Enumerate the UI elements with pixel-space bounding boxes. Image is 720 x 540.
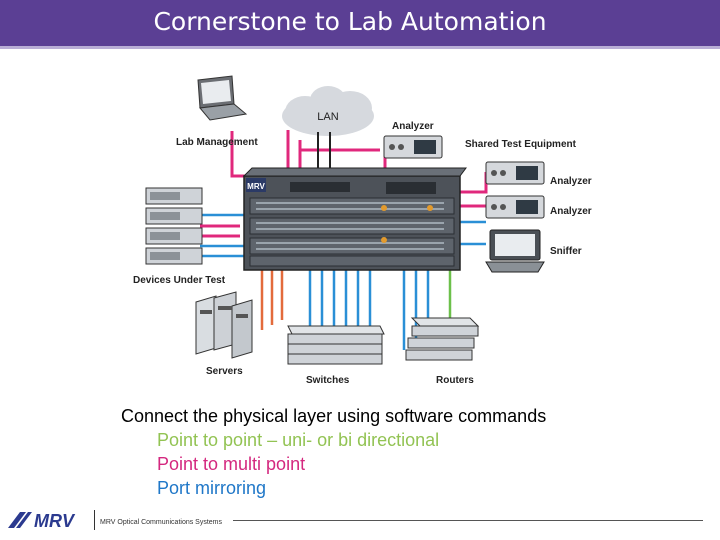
devices-under-test-label: Devices Under Test bbox=[133, 275, 226, 286]
switches-icon bbox=[287, 325, 385, 365]
routers-icon bbox=[405, 317, 480, 361]
laptop-icon bbox=[197, 75, 248, 121]
servers-label: Servers bbox=[206, 366, 243, 377]
mrv-logo: MRV MRV Optical Communications Systems bbox=[8, 510, 223, 531]
lab-management-label: Lab Management bbox=[176, 137, 258, 148]
analyzer-2-label: Analyzer bbox=[550, 206, 592, 217]
analyzer-icon bbox=[383, 135, 443, 159]
switches-label: Switches bbox=[306, 375, 350, 386]
bullet-list: Connect the physical layer using softwar… bbox=[121, 404, 546, 500]
logo-tagline: MRV Optical Communications Systems bbox=[100, 519, 223, 526]
analyzer-icon bbox=[485, 195, 545, 219]
devices-under-test-icon bbox=[145, 187, 203, 265]
analyzer-icon bbox=[485, 161, 545, 185]
analyzer-top-label: Analyzer bbox=[392, 121, 434, 132]
footer-rule bbox=[233, 520, 703, 521]
orange-cables bbox=[260, 270, 284, 330]
servers-icon bbox=[195, 291, 253, 359]
bullet-point-to-multipoint: Point to multi point bbox=[157, 454, 306, 474]
bullet-port-mirroring: Port mirroring bbox=[157, 478, 267, 498]
bullet-main: Connect the physical layer using softwar… bbox=[121, 406, 547, 426]
slide-title: Cornerstone to Lab Automation bbox=[153, 7, 547, 36]
routers-label: Routers bbox=[436, 375, 474, 386]
lan-cloud: LAN bbox=[282, 86, 374, 136]
analyzer-1-label: Analyzer bbox=[550, 176, 592, 187]
shared-test-equipment-label: Shared Test Equipment bbox=[465, 139, 577, 150]
bullet-point-to-point: Point to point – uni- or bi directional bbox=[157, 430, 440, 450]
chassis-badge: MRV bbox=[247, 182, 265, 191]
mrv-chassis: MRV bbox=[242, 167, 467, 271]
title-bar bbox=[0, 0, 720, 49]
lan-label: LAN bbox=[317, 111, 338, 123]
logo-text: MRV bbox=[34, 511, 76, 531]
sniffer-label: Sniffer bbox=[550, 246, 582, 257]
title-separator bbox=[0, 46, 720, 49]
sniffer-laptop-icon bbox=[485, 229, 545, 273]
network-diagram: LAN bbox=[133, 75, 592, 386]
